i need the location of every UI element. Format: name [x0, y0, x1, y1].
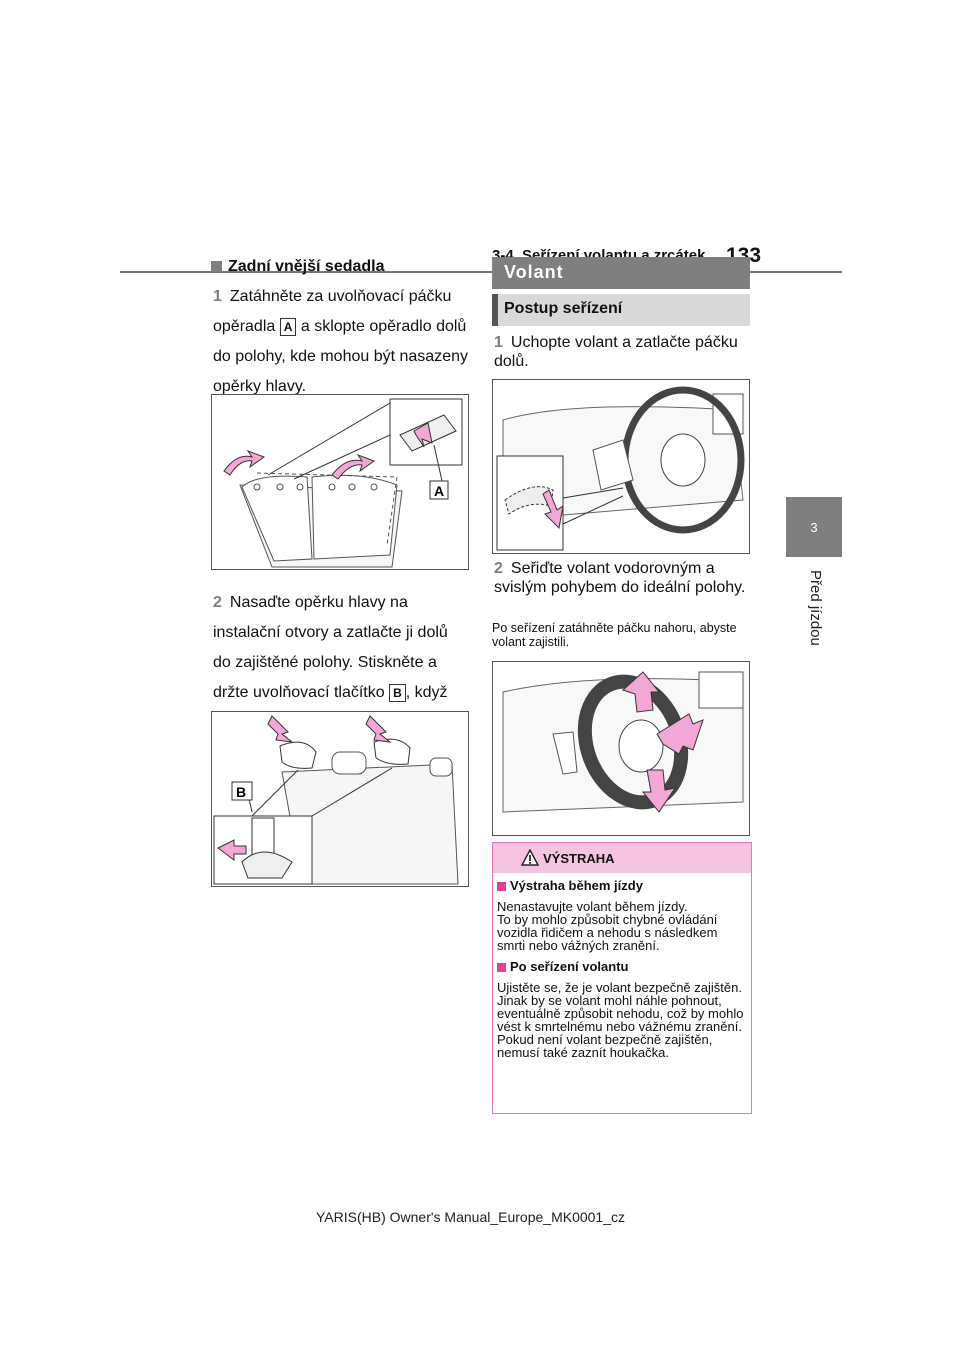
- warning-header: VÝSTRAHA: [493, 843, 751, 873]
- step-text: Seřiďte volant vodorovným a svislým pohy…: [494, 560, 746, 596]
- step-number: 2: [494, 560, 503, 577]
- figure-label-a: A: [434, 483, 444, 499]
- label-b-box: B: [389, 683, 406, 702]
- pink-square-icon: [497, 882, 506, 892]
- warning-item-heading: Výstraha během jízdy: [497, 879, 747, 892]
- step-number: 1: [213, 288, 222, 305]
- chapter-title-vertical: Před jízdou: [800, 570, 828, 720]
- chapter-title: Před jízdou: [807, 570, 824, 646]
- warning-triangle-icon: [521, 849, 539, 866]
- warning-item-text: Nenastavujte volant během jízdy.To by mo…: [497, 899, 718, 953]
- header-divider: [120, 271, 842, 273]
- heading-marker: [492, 294, 498, 326]
- figure-label-b: B: [236, 784, 246, 800]
- note-lock-lever: Po seřízení zatáhněte páčku nahoru, abys…: [492, 621, 737, 649]
- warning-box: VÝSTRAHA Výstraha během jízdy Nenastavuj…: [492, 842, 752, 1114]
- subsection-heading: Postup seřízení: [492, 294, 750, 326]
- subheading-rear-seats: Zadní vnější sedadla: [211, 258, 385, 276]
- pink-square-icon: [497, 963, 506, 973]
- step-text: Nasaďte opěrku hlavy na instalační otvor…: [213, 594, 448, 701]
- figure-headrest: B: [211, 711, 469, 887]
- label-a-box: A: [279, 317, 297, 336]
- warning-item-text: Ujistěte se, že je volant bezpečně zajiš…: [497, 980, 744, 1060]
- chapter-tab[interactable]: 3: [786, 497, 842, 557]
- figure-wheel-adjust: [492, 661, 750, 836]
- figure-wheel-lever: [492, 379, 750, 554]
- figure-seat-fold: A: [211, 394, 469, 570]
- warning-body: Výstraha během jízdy Nenastavujte volant…: [497, 877, 747, 1067]
- step-text-cont: a sklopte opěradlo dolů do polohy, kde m…: [213, 318, 468, 395]
- footer-manual-id: YARIS(HB) Owner's Manual_Europe_MK0001_c…: [316, 1209, 625, 1225]
- section-heading-volant: Volant: [492, 257, 750, 289]
- chapter-number: 3: [810, 519, 818, 535]
- section-heading-text: Volant: [504, 262, 564, 282]
- square-bullet-icon: [211, 261, 222, 273]
- warning-title: VÝSTRAHA: [543, 851, 615, 866]
- step-number: 1: [494, 334, 503, 351]
- step-text: Zatáhněte za uvolňovací páčku opěradla: [213, 288, 452, 335]
- subsection-heading-text: Postup seřízení: [504, 300, 623, 317]
- warning-item-heading: Po seřízení volantu: [497, 960, 747, 973]
- step-text: Uchopte volant a zatlačte páčku dolů.: [494, 334, 738, 370]
- subheading-text: Zadní vnější sedadla: [228, 258, 385, 275]
- step-number: 2: [213, 594, 222, 611]
